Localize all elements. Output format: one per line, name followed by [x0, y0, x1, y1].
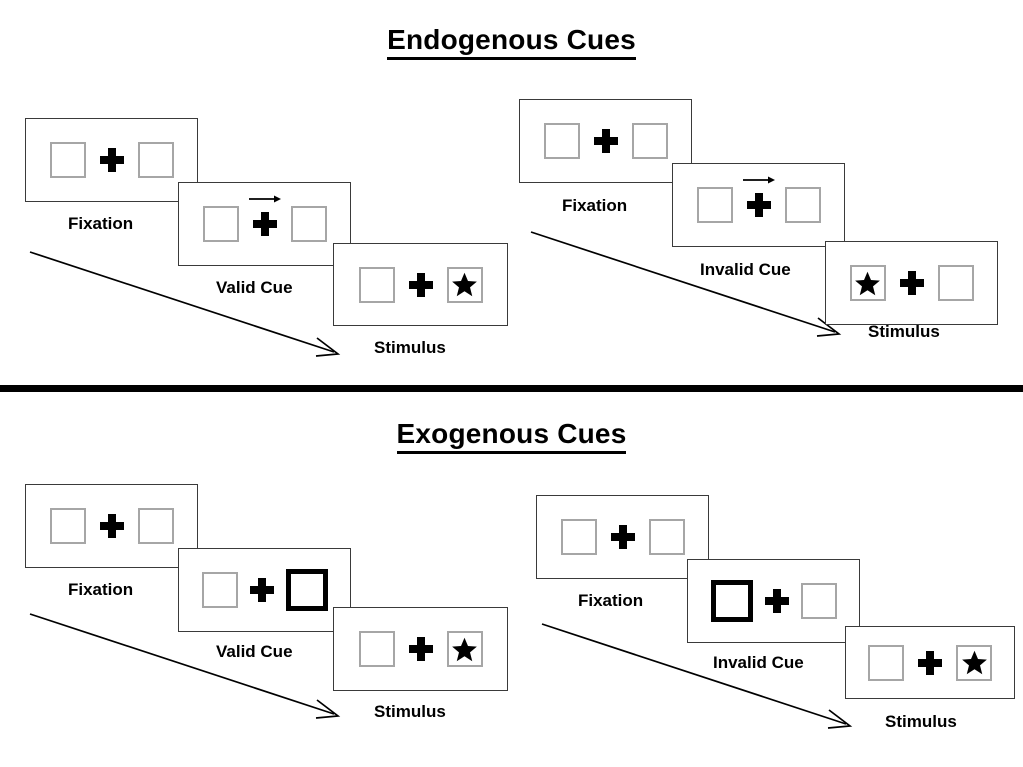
stimulus-box-right: [290, 206, 327, 242]
panel-exogenous-valid-cue[interactable]: [178, 548, 351, 632]
panel-endogenous-valid-fixation[interactable]: [25, 118, 198, 202]
arrow-right-icon: [248, 195, 281, 203]
section-title-endogenous-text: Endogenous Cues: [387, 24, 636, 60]
panel-endogenous-invalid-stimulus[interactable]: [825, 241, 998, 325]
plus-icon: [247, 575, 277, 605]
stimulus-box-left: [358, 266, 395, 303]
stimulus-box-right-cued: [285, 569, 328, 611]
panel-exogenous-valid-stimulus[interactable]: [333, 607, 508, 691]
plus-icon: [762, 586, 792, 616]
stimulus-box-right: [137, 508, 174, 544]
panel-endogenous-invalid-fixation[interactable]: [519, 99, 692, 183]
star-icon: [452, 637, 477, 661]
stimulus-box-left: [49, 508, 86, 544]
stimulus-box-right: [631, 123, 668, 159]
stimulus-box-left-cued: [710, 580, 753, 622]
plus-icon: [97, 511, 127, 541]
panel-exogenous-invalid-fixation[interactable]: [536, 495, 709, 579]
stimulus-box-left: [849, 265, 886, 301]
plus-icon: [97, 145, 127, 175]
caption-endogenous-invalid-stimulus: Stimulus: [868, 322, 940, 341]
caption-endogenous-invalid-cue: Invalid Cue: [700, 260, 791, 279]
panel-endogenous-invalid-cue[interactable]: [672, 163, 845, 247]
stimulus-box-right: [446, 631, 483, 667]
star-icon: [855, 271, 880, 295]
plus-icon: [406, 270, 436, 300]
stimulus-box-right: [937, 265, 974, 301]
stimulus-box-left: [543, 123, 580, 159]
panel-endogenous-valid-stimulus[interactable]: [333, 243, 508, 326]
stimulus-box-right: [784, 187, 821, 223]
panel-exogenous-valid-fixation[interactable]: [25, 484, 198, 568]
caption-exogenous-invalid-cue: Invalid Cue: [713, 653, 804, 672]
plus-icon: [406, 634, 436, 664]
caption-exogenous-valid-stimulus: Stimulus: [374, 702, 446, 721]
stimulus-box-left: [49, 142, 86, 178]
caption-endogenous-invalid-fixation: Fixation: [562, 196, 628, 215]
plus-icon: [897, 268, 927, 298]
section-title-endogenous: Endogenous Cues: [0, 24, 1023, 60]
panel-exogenous-invalid-cue[interactable]: [687, 559, 860, 643]
stimulus-box-left: [696, 187, 733, 223]
caption-endogenous-valid-stimulus: Stimulus: [374, 338, 446, 357]
stimulus-box-right: [800, 583, 837, 619]
panel-exogenous-invalid-stimulus[interactable]: [845, 626, 1015, 699]
caption-exogenous-invalid-fixation: Fixation: [578, 591, 644, 610]
stimulus-box-right: [956, 644, 992, 681]
star-icon: [452, 272, 477, 297]
caption-endogenous-valid-fixation: Fixation: [68, 214, 134, 233]
stimulus-box-left: [201, 572, 238, 608]
caption-exogenous-valid-fixation: Fixation: [68, 580, 134, 599]
plus-icon: [591, 126, 621, 156]
stimulus-box-left: [358, 631, 395, 667]
plus-icon: [742, 176, 775, 220]
section-divider: [0, 385, 1023, 392]
plus-icon: [915, 648, 945, 678]
stimulus-box-right: [648, 519, 685, 555]
arrow-right-icon: [742, 176, 775, 184]
stimulus-box-left: [868, 644, 904, 681]
section-title-exogenous: Exogenous Cues: [0, 418, 1023, 454]
stimulus-box-right: [137, 142, 174, 178]
stimulus-box-right: [446, 266, 483, 303]
section-title-exogenous-text: Exogenous Cues: [396, 418, 627, 454]
plus-icon: [248, 195, 281, 239]
stimulus-box-left: [202, 206, 239, 242]
caption-exogenous-valid-cue: Valid Cue: [216, 642, 293, 661]
plus-icon: [608, 522, 638, 552]
panel-endogenous-valid-cue[interactable]: [178, 182, 351, 266]
stimulus-box-left: [560, 519, 597, 555]
caption-exogenous-invalid-stimulus: Stimulus: [885, 712, 957, 731]
caption-endogenous-valid-cue: Valid Cue: [216, 278, 293, 297]
star-icon: [961, 650, 987, 675]
